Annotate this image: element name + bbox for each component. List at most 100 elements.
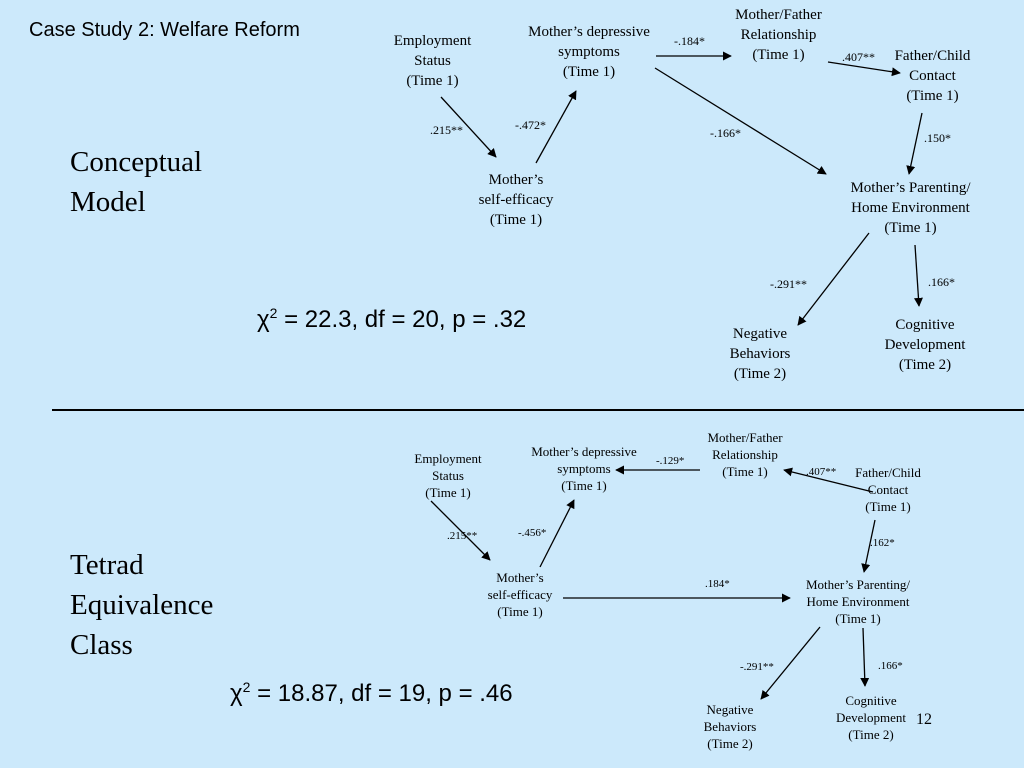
top-node-depressive-symptoms: Mother’s depressive symptoms (Time 1): [510, 22, 668, 82]
edge-fc-contact-to-parenting: [906, 112, 923, 175]
node-line: (Time 1): [489, 212, 543, 228]
bottom-node-employment-status: Employment Status (Time 1): [398, 450, 498, 501]
bottom-node-mother-father-relationship: Mother/Father Relationship (Time 1): [694, 429, 796, 480]
coef-parenting-to-cognitive: .166*: [928, 275, 955, 289]
node-line: (Time 2): [733, 366, 787, 382]
node-line: Relationship: [712, 447, 778, 462]
node-line: Mother’s depressive: [531, 444, 637, 459]
node-line: Mother’s Parenting/: [805, 577, 911, 592]
chi-exponent: 2: [269, 305, 278, 321]
edge-parenting-to-negative-behaviors: [797, 232, 870, 326]
conceptual-model-label: Conceptual Model: [70, 142, 202, 222]
node-line: (Time 1): [561, 478, 607, 493]
fit-values: = 18.87, df = 19, p = .46: [250, 680, 513, 707]
coef-mf-relationship-to-depressive: -.129*: [656, 455, 685, 467]
edge-employment-to-self-efficacy: [430, 500, 491, 561]
coef-self-efficacy-to-depressive: -.456*: [518, 527, 547, 539]
coef-fc-contact-to-mf-relationship: .407**: [806, 466, 837, 478]
node-line: Home Environment: [851, 200, 970, 216]
node-line: Contact: [867, 482, 909, 497]
bottom-node-depressive-symptoms: Mother’s depressive symptoms (Time 1): [515, 443, 653, 494]
edge-depressive-to-parenting: [654, 67, 827, 175]
coef-parenting-to-negative-behaviors: -.291**: [770, 277, 807, 291]
edge-self-efficacy-to-depressive: [539, 499, 575, 568]
coef-mf-relationship-to-fc-contact: .407**: [842, 50, 875, 64]
slide-title: Case Study 2: Welfare Reform: [29, 19, 300, 41]
label-line: Equivalence: [70, 589, 214, 621]
coef-parenting-to-negative-behaviors: -.291**: [740, 661, 774, 673]
top-node-parenting-home-environment: Mother’s Parenting/ Home Environment (Ti…: [828, 178, 993, 238]
node-line: Development: [835, 710, 907, 725]
node-line: (Time 1): [906, 88, 959, 104]
node-line: Mother’s depressive: [528, 24, 650, 40]
edge-parenting-to-cognitive: [860, 627, 870, 687]
coef-depressive-to-parenting: -.166*: [710, 126, 741, 140]
node-line: Status: [414, 53, 451, 69]
edge-fc-contact-to-parenting: [861, 519, 876, 573]
node-line: Cognitive: [845, 693, 897, 708]
node-line: Mother’s Parenting/: [850, 180, 971, 196]
section-divider: [52, 409, 1024, 411]
node-line: Father/Child: [894, 48, 971, 64]
node-line: Negative: [732, 326, 788, 342]
node-line: self-efficacy: [487, 587, 553, 602]
node-line: (Time 1): [752, 47, 805, 63]
bottom-node-negative-behaviors: Negative Behaviors (Time 2): [690, 701, 770, 752]
label-line: Conceptual: [70, 146, 203, 178]
node-line: Father/Child: [855, 465, 921, 480]
node-line: self-efficacy: [478, 192, 554, 208]
edge-self-efficacy-to-depressive: [535, 90, 577, 164]
node-line: Relationship: [740, 27, 817, 43]
node-line: Employment: [414, 451, 482, 466]
coef-fc-contact-to-parenting: .150*: [924, 131, 951, 145]
label-line: Tetrad: [70, 549, 144, 581]
bottom-node-self-efficacy: Mother’s self-efficacy (Time 1): [472, 569, 568, 620]
node-line: Mother/Father: [735, 7, 822, 23]
node-line: Home Environment: [806, 594, 910, 609]
node-line: Behaviors: [703, 719, 757, 734]
tetrad-equivalence-label: Tetrad Equivalence Class: [70, 545, 213, 665]
node-line: Employment: [393, 33, 472, 49]
node-line: (Time 1): [722, 464, 768, 479]
node-line: (Time 1): [406, 73, 459, 89]
edge-parenting-to-cognitive: [913, 244, 923, 307]
edge-employment-to-self-efficacy: [440, 96, 497, 158]
edge-mf-relationship-to-fc-contact: [827, 61, 901, 77]
top-node-father-child-contact: Father/Child Contact (Time 1): [880, 46, 985, 106]
node-line: Status: [432, 468, 464, 483]
node-line: symptoms: [557, 461, 611, 476]
bottom-node-father-child-contact: Father/Child Contact (Time 1): [840, 464, 936, 515]
node-line: (Time 1): [425, 485, 471, 500]
coef-depressive-to-mf-relationship: -.184*: [674, 34, 705, 48]
chi-exponent: 2: [242, 679, 251, 695]
node-line: (Time 1): [562, 64, 616, 80]
node-line: (Time 1): [497, 604, 543, 619]
node-line: Behaviors: [729, 346, 791, 362]
conceptual-fit-statistic: χ2 = 22.3, df = 20, p = .32: [257, 305, 526, 334]
coef-parenting-to-cognitive: .166*: [878, 660, 903, 672]
edge-parenting-to-negative-behaviors: [760, 626, 821, 700]
chi-symbol: χ: [230, 680, 243, 707]
node-line: (Time 1): [865, 499, 911, 514]
coef-self-efficacy-to-depressive: -.472*: [515, 118, 546, 132]
coef-employment-to-self-efficacy: .215**: [430, 123, 463, 137]
node-line: (Time 2): [898, 357, 952, 373]
fit-values: = 22.3, df = 20, p = .32: [277, 306, 527, 333]
node-line: symptoms: [558, 44, 620, 60]
node-line: Contact: [909, 68, 956, 84]
node-line: (Time 1): [835, 611, 881, 626]
bottom-node-parenting-home-environment: Mother’s Parenting/ Home Environment (Ti…: [788, 576, 928, 627]
label-line: Model: [70, 186, 146, 218]
page-number: 12: [916, 711, 932, 728]
label-line: Class: [70, 629, 133, 661]
coef-fc-contact-to-parenting: .162*: [870, 537, 895, 549]
top-node-mother-father-relationship: Mother/Father Relationship (Time 1): [716, 5, 841, 65]
tetrad-fit-statistic: χ2 = 18.87, df = 19, p = .46: [230, 679, 513, 708]
node-line: Mother’s: [488, 172, 544, 188]
coef-self-efficacy-to-parenting: .184*: [705, 578, 730, 590]
node-line: (Time 2): [848, 727, 894, 742]
bottom-node-cognitive-development: Cognitive Development (Time 2): [826, 692, 916, 743]
edge-fc-contact-to-mf-relationship: [783, 467, 874, 493]
top-node-self-efficacy: Mother’s self-efficacy (Time 1): [460, 170, 572, 230]
top-node-employment-status: Employment Status (Time 1): [375, 31, 490, 91]
